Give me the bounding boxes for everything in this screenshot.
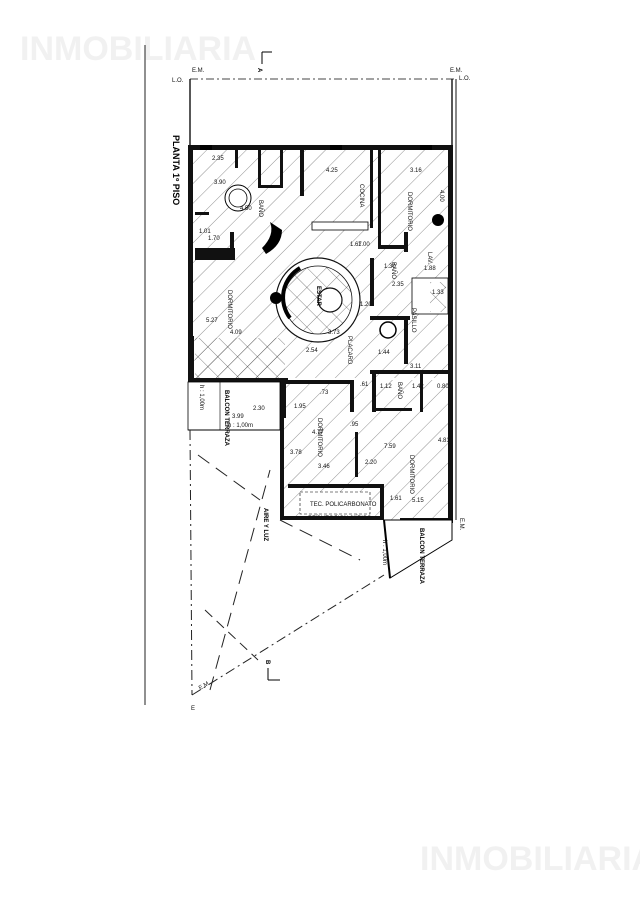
walls	[188, 145, 453, 523]
dim-188: 1.88	[424, 266, 436, 272]
dim-142: 1.42	[412, 384, 424, 390]
section-marker-b: B	[264, 660, 280, 681]
dim-120: 1.20	[360, 302, 372, 308]
room-dorm-left: DORMITORIO	[226, 290, 232, 329]
aire-luz-area	[189, 429, 385, 696]
label-h-left: h : 1,00m	[198, 385, 204, 410]
bath-fixtures	[224, 184, 444, 339]
dim-080: 0.80	[437, 384, 449, 390]
balcon-right	[383, 519, 453, 579]
dim-061: .61	[360, 382, 369, 388]
label-balcon-right: BALCON TERRAZA	[418, 528, 424, 585]
floor-hatch-cross	[195, 338, 285, 380]
room-placard: PLACARD	[346, 336, 352, 365]
room-cocina: COCINA	[358, 184, 364, 207]
label-em-left: E.M.	[192, 68, 205, 74]
room-dorm-top: DORMITORIO	[406, 192, 412, 231]
dim-195: 1.95	[294, 404, 306, 410]
label-e-bottom: E	[191, 706, 195, 712]
dim-130: 1.30	[384, 264, 396, 270]
room-lav: LAV.	[426, 252, 432, 264]
dim-409: 4.09	[230, 330, 242, 336]
dim-220: 2.20	[365, 460, 377, 466]
dim-170: 1.70	[208, 236, 220, 242]
room-dorm-bottom: DORMITORIO	[316, 418, 322, 457]
dim-112: 1.12	[380, 384, 392, 390]
section-marker-a: A	[256, 51, 272, 73]
dim-144: 1.44	[378, 350, 390, 356]
watermark-top: INMOBILIARIA	[20, 30, 256, 68]
dim-311: 3.11	[410, 364, 422, 370]
section-a-label: A	[256, 68, 262, 73]
dim-378: 3.78	[290, 450, 302, 456]
dim-759: 7.59	[384, 444, 396, 450]
label-h-left2: h : 1,00m	[228, 423, 253, 429]
dim-481: 4.81	[438, 438, 450, 444]
label-em-bottom: E.M.	[198, 680, 212, 692]
proyeccion-box	[299, 491, 371, 515]
room-pasillo: PASILLO	[410, 308, 416, 333]
dim-073: .73	[320, 390, 329, 396]
dim-230: 2.30	[253, 406, 265, 412]
room-bano-small: BAÑO	[396, 382, 403, 399]
room-bano-mid: BAÑO	[390, 262, 397, 279]
dim-399: 3.99	[232, 414, 244, 420]
balcon-left	[187, 381, 281, 431]
label-h-right: h : 1,00m	[381, 540, 387, 565]
room-estar: ESTAR	[315, 286, 321, 307]
dim-400: 4.00	[438, 190, 444, 202]
dim-235: 2.35	[212, 156, 224, 162]
dim-373: 3.73	[328, 330, 340, 336]
dim-161: 1.61	[390, 496, 402, 502]
label-balcon-left: BALCON TERRAZA	[223, 390, 229, 447]
dim-100: 1.00	[358, 242, 370, 248]
placard-hatch	[430, 282, 446, 312]
label-aire-luz: AIRE Y LUZ	[262, 508, 268, 541]
label-em-rb: E.M.	[458, 518, 464, 531]
dim-390: 3.90	[214, 180, 226, 186]
plan-title: PLANTA 1º PISO	[171, 135, 181, 205]
dim-346: 3.46	[318, 464, 330, 470]
label-lo-left: L.O.	[172, 78, 184, 84]
room-bano-left: BAÑO	[257, 200, 264, 217]
label-tec: TEC. POLICARBONATO	[310, 502, 377, 508]
dim-101: 1.01	[199, 229, 211, 235]
label-proyeccion: PROYECCION 2º PISO	[308, 515, 372, 522]
room-dorm-right: DORMITORIO	[408, 455, 414, 494]
dim-133: 1.33	[432, 290, 444, 296]
section-b-label: B	[264, 660, 270, 665]
spiral-stair	[275, 257, 361, 343]
dim-477: 4.77	[312, 430, 324, 436]
dim-316: 3.16	[410, 168, 422, 174]
dim-235b: 2.35	[392, 282, 404, 288]
kitchen-counter	[311, 221, 369, 231]
dim-450: 4.50	[240, 206, 252, 212]
label-em-right: E.M.	[450, 68, 463, 74]
dim-425: 4.25	[326, 168, 338, 174]
dim-167: 1.67	[350, 242, 362, 248]
window-marks	[200, 145, 432, 150]
dim-095: .95	[350, 422, 359, 428]
dim-515: 5.15	[412, 498, 424, 504]
label-lo-right: L.O.	[459, 76, 471, 82]
watermark-bottom: INMOBILIARIA	[420, 840, 640, 878]
dim-254: 2.54	[306, 348, 318, 354]
dimensions: 2.35 3.90 4.50 1.70 1.01 4.25 3.16 4.00 …	[199, 156, 450, 504]
dim-527: 5.27	[206, 318, 218, 324]
